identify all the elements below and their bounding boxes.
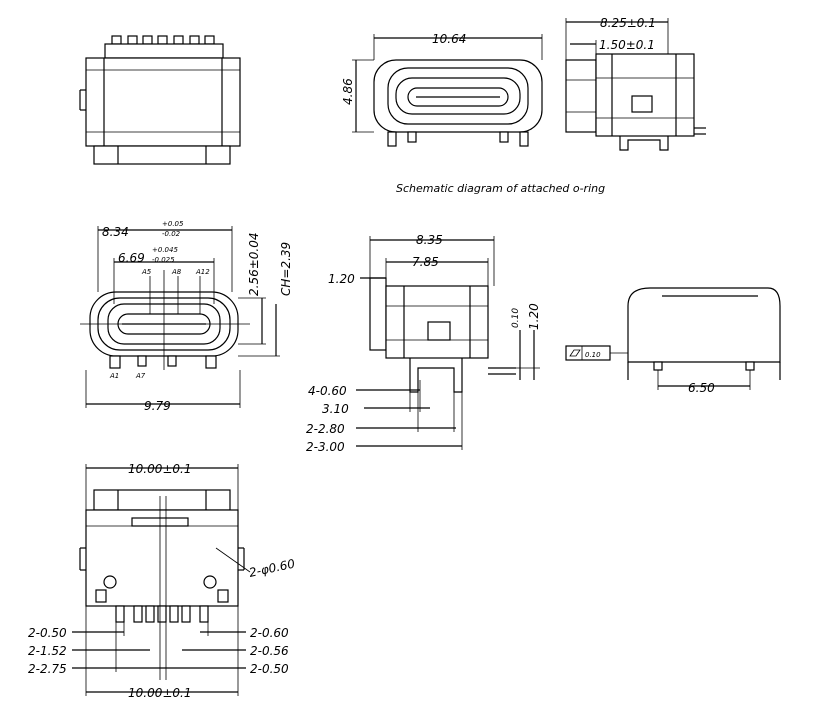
side-detail-view xyxy=(356,236,540,450)
dim-detail-010: 0.10 xyxy=(511,308,521,328)
dim-front-inner: 6.69 xyxy=(118,251,145,265)
pin-label-a7: A7 xyxy=(135,372,146,380)
dim-bottom-top-width: 10.00±0.1 xyxy=(128,462,192,476)
dim-detail-060: 4-0.60 xyxy=(308,384,347,398)
dim-bottom-right-050: 2-0.50 xyxy=(250,662,289,676)
caption: Schematic diagram of attached o-ring xyxy=(396,182,605,195)
dim-front-inner-tol-plus: +0.045 xyxy=(152,246,178,254)
dim-right-pitch: 6.50 xyxy=(688,381,715,395)
o-ring-front-view xyxy=(352,34,543,147)
pin-label-a8: A8 xyxy=(171,268,182,276)
dim-bottom-right-056: 2-0.56 xyxy=(250,644,289,658)
dim-front-outer: 8.34 xyxy=(102,225,129,239)
dim-top-width: 10.64 xyxy=(432,32,466,46)
flatness-value: 0.10 xyxy=(585,351,601,359)
dim-detail-785: 7.85 xyxy=(412,255,439,269)
dim-detail-835: 8.35 xyxy=(416,233,443,247)
dim-detail-120: 1.20 xyxy=(328,272,355,286)
pin-label-a1: A1 xyxy=(109,372,119,380)
right-view xyxy=(565,287,781,390)
pin-label-a5: A5 xyxy=(141,268,152,276)
dim-bottom-bottom-width: 10.00±0.1 xyxy=(128,686,192,700)
side-view xyxy=(565,18,706,151)
bottom-view xyxy=(72,464,251,696)
dim-detail-300: 2-3.00 xyxy=(306,440,345,454)
dim-top-height: 4.86 xyxy=(341,78,355,105)
dim-front-inner-tol-minus: -0.025 xyxy=(152,256,175,264)
dim-hole: 2-φ0.60 xyxy=(248,556,297,579)
dim-bottom-left-050: 2-0.50 xyxy=(28,626,67,640)
dim-front-total: 9.79 xyxy=(144,399,171,413)
dim-side-inner: 1.50±0.1 xyxy=(599,38,655,52)
dim-bottom-left-275: 2-2.75 xyxy=(28,662,67,676)
front-dim-view xyxy=(80,226,280,408)
dim-side-outer: 8.25±0.1 xyxy=(600,16,656,30)
dim-front-outer-tol-plus: +0.05 xyxy=(162,220,184,228)
dim-front-height: 2.56±0.04 xyxy=(247,233,261,297)
dim-bottom-left-152: 2-1.52 xyxy=(28,644,67,658)
dim-front-ch: CH=2.39 xyxy=(279,242,293,296)
rear-view xyxy=(79,35,241,165)
dim-detail-310: 3.10 xyxy=(322,402,349,416)
dim-detail-280: 2-2.80 xyxy=(306,422,345,436)
dim-front-outer-tol-minus: -0.02 xyxy=(162,230,181,238)
dim-bottom-right-060: 2-0.60 xyxy=(250,626,289,640)
pin-label-a12: A12 xyxy=(195,268,210,276)
dim-detail-120b: 1.20 xyxy=(527,303,541,330)
